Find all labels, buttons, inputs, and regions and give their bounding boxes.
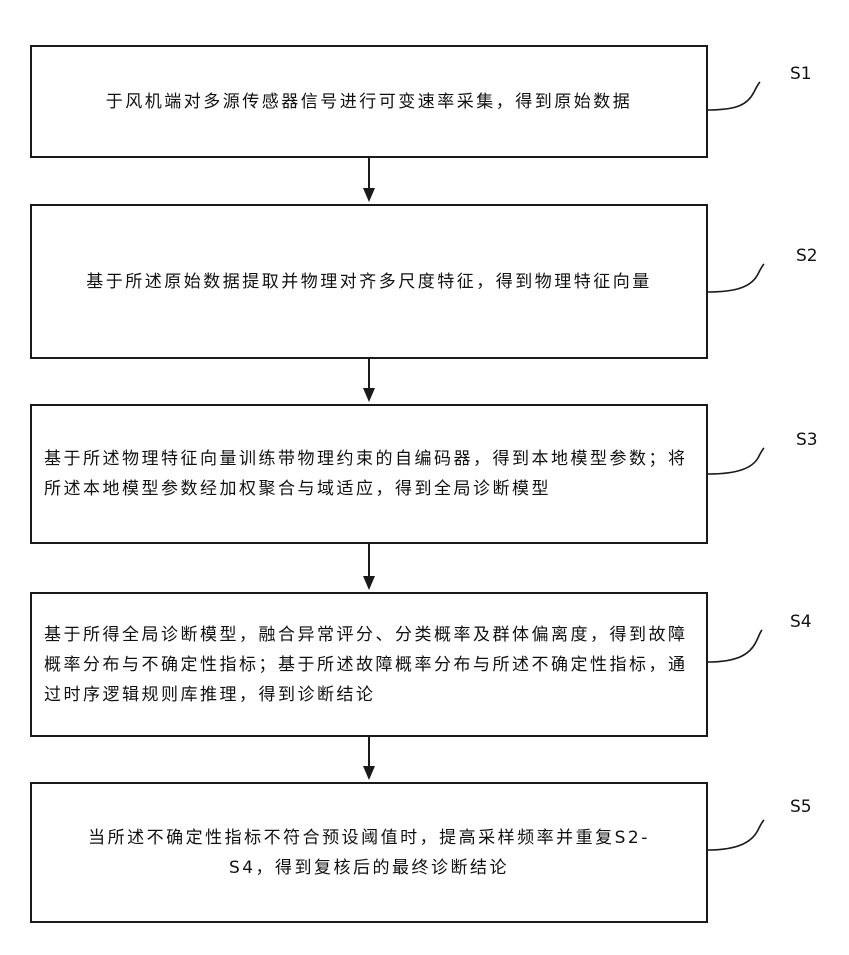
arrow-s1-to-s2 — [363, 158, 375, 202]
leader-line-s4 — [708, 630, 762, 662]
leader-line-s3 — [708, 448, 764, 474]
leader-line-s1 — [708, 82, 760, 110]
leader-line-s5 — [708, 820, 764, 850]
arrow-s4-to-s5 — [363, 737, 375, 780]
arrow-s3-to-s4 — [363, 544, 375, 590]
arrow-s2-to-s3 — [363, 359, 375, 402]
leader-line-s2 — [708, 264, 764, 292]
